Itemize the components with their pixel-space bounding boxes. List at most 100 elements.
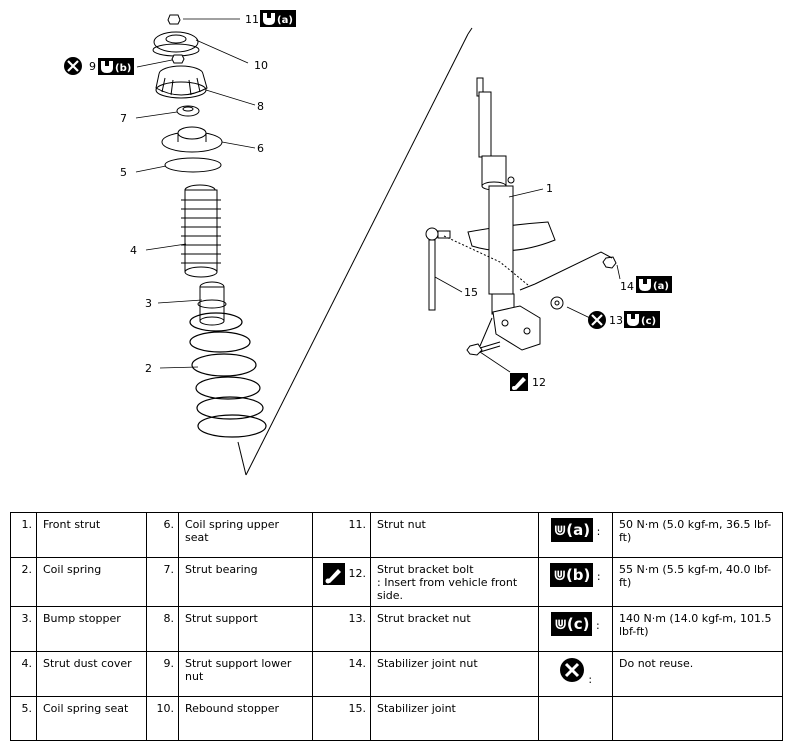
strut-bracket-bolt xyxy=(466,341,501,356)
svg-text:(a): (a) xyxy=(277,15,293,26)
bolt-badge-12 xyxy=(510,373,528,391)
part-number: 10. xyxy=(146,696,179,741)
svg-text:(b): (b) xyxy=(115,63,131,74)
x-badge-9 xyxy=(64,57,82,75)
parts-legend-table: 1. Front strut 6. Coil spring upper seat… xyxy=(10,512,783,741)
callout-12: 12 xyxy=(532,376,546,389)
callout-5: 5 xyxy=(120,166,127,179)
part-number: 11. xyxy=(312,512,371,558)
link-lines xyxy=(443,235,613,291)
callout-8: 8 xyxy=(257,100,264,113)
part-number: 5. xyxy=(10,696,37,741)
part-number: 4. xyxy=(10,651,37,697)
part-number: 7. xyxy=(146,557,179,607)
leader-lines xyxy=(135,18,621,373)
bump-stopper xyxy=(197,281,227,326)
strut-support-lower-nut xyxy=(171,54,185,64)
torque-value: 50 N·m (5.0 kgf-m, 36.5 lbf-ft) xyxy=(612,512,783,558)
callout-10: 10 xyxy=(254,59,268,72)
part-name: Bump stopper xyxy=(36,606,147,652)
part-number: 2. xyxy=(10,557,37,607)
do-not-reuse-icon-cell: : xyxy=(538,651,613,697)
rebound-stopper xyxy=(152,31,200,57)
part-number: 14. xyxy=(312,651,371,697)
torque-icon-cell: ⋓(b) : xyxy=(538,557,613,607)
legend-row: 4. Strut dust cover 9. Strut support low… xyxy=(10,651,783,697)
svg-text:(c): (c) xyxy=(641,316,656,327)
wrench-icon xyxy=(263,13,275,25)
legend-row: 5. Coil spring seat 10. Rebound stopper … xyxy=(10,696,783,741)
callout-9: 9 xyxy=(89,60,96,73)
callout-2: 2 xyxy=(145,362,152,375)
part-name: Rebound stopper xyxy=(178,696,313,741)
wrench-icon xyxy=(627,314,639,326)
strut-dust-cover xyxy=(181,184,221,278)
coil-spring xyxy=(189,312,267,438)
strut-bracket-nut xyxy=(550,296,564,310)
part-name: Strut nut xyxy=(370,512,539,558)
part-name: Coil spring upper seat xyxy=(178,512,313,558)
x-badge-13 xyxy=(588,311,606,329)
part-name: Stabilizer joint nut xyxy=(370,651,539,697)
part-number: 15. xyxy=(312,696,371,741)
part-number: 6. xyxy=(146,512,179,558)
part-name: Strut bearing xyxy=(178,557,313,607)
callout-15: 15 xyxy=(464,286,478,299)
callout-7: 7 xyxy=(120,112,127,125)
part-name: Coil spring seat xyxy=(36,696,147,741)
part-number: 3. xyxy=(10,606,37,652)
torque-icon-cell: ⋓(c) : xyxy=(538,606,613,652)
strut-support xyxy=(155,65,208,99)
wrench-icon: ⋓(c) xyxy=(551,612,593,636)
wrench-badge-a-11: (a) xyxy=(260,10,296,27)
callout-13: 13 xyxy=(609,314,623,327)
strut-bearing xyxy=(176,105,200,117)
x-icon xyxy=(559,658,584,682)
legend-row: 1. Front strut 6. Coil spring upper seat… xyxy=(10,512,783,558)
exploded-diagram: 11 10 9 8 7 6 5 4 3 2 1 15 14 13 12 (a) … xyxy=(64,10,672,476)
part-number-with-icon: 12. xyxy=(312,557,371,607)
callout-3: 3 xyxy=(145,297,152,310)
strut-nut xyxy=(167,14,181,25)
stabilizer-joint xyxy=(425,227,451,311)
part-name: Strut dust cover xyxy=(36,651,147,697)
torque-value: 55 N·m (5.5 kgf-m, 40.0 lbf-ft) xyxy=(612,557,783,607)
torque-icon-cell: ⋓(a) : xyxy=(538,512,613,558)
torque-value: 140 N·m (14.0 kgf-m, 101.5 lbf-ft) xyxy=(612,606,783,652)
wrench-icon: ⋓(b) xyxy=(550,563,594,587)
front-strut xyxy=(467,77,556,351)
legend-row: 2. Coil spring 7. Strut bearing 12. Stru… xyxy=(10,557,783,607)
part-number: 1. xyxy=(10,512,37,558)
wrench-badge-c-13: (c) xyxy=(624,311,660,328)
part-name: Stabilizer joint xyxy=(370,696,539,741)
part-name: Coil spring xyxy=(36,557,147,607)
coil-spring-seat xyxy=(164,157,222,173)
part-name: Strut bracket bolt : Insert from vehicle… xyxy=(370,557,539,607)
do-not-reuse-text: Do not reuse. xyxy=(612,651,783,697)
legend-row: 3. Bump stopper 8. Strut support 13. Str… xyxy=(10,606,783,652)
wrench-badge-a-14: (a) xyxy=(636,276,672,293)
callout-1: 1 xyxy=(546,182,553,195)
svg-text:(a): (a) xyxy=(653,281,669,292)
part-name: Strut support lower nut xyxy=(178,651,313,697)
bolt-insert-icon xyxy=(323,563,345,585)
part-number: 8. xyxy=(146,606,179,652)
callout-6: 6 xyxy=(257,142,264,155)
connector-lines xyxy=(237,27,473,476)
part-name: Front strut xyxy=(36,512,147,558)
part-name: Strut bracket nut xyxy=(370,606,539,652)
coil-spring-upper-seat xyxy=(161,126,223,153)
callout-14: 14 xyxy=(620,280,634,293)
part-number: 9. xyxy=(146,651,179,697)
part-name: Strut support xyxy=(178,606,313,652)
wrench-icon: ⋓(a) xyxy=(550,518,594,542)
stabilizer-joint-nut xyxy=(602,256,617,269)
empty-cell xyxy=(612,696,783,741)
wrench-icon xyxy=(101,61,113,73)
wrench-icon xyxy=(639,279,651,291)
callout-11: 11 xyxy=(245,13,259,26)
part-number: 13. xyxy=(312,606,371,652)
callout-4: 4 xyxy=(130,244,137,257)
wrench-badge-b-9: (b) xyxy=(98,58,134,75)
empty-cell xyxy=(538,696,613,741)
